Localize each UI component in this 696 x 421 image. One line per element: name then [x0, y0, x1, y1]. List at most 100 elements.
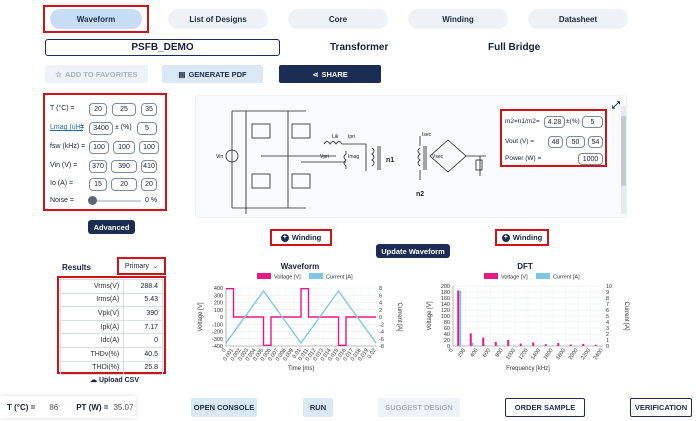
imag-schematic-label: Imag	[348, 154, 359, 160]
tab-waveform-highlight	[43, 5, 149, 33]
x-axis-label: Time [ms]	[288, 366, 314, 372]
fsw-min-input[interactable]: 100	[89, 141, 109, 154]
ratio-input[interactable]: 4.28	[544, 116, 565, 128]
tab-list-of-designs[interactable]: List of Designs	[168, 9, 268, 29]
results-row: THDv(%)40.5	[59, 346, 163, 362]
share-button[interactable]: ⋖SHARE	[279, 65, 381, 83]
vout-min-input[interactable]: 48	[548, 136, 563, 148]
dft-bar-voltage	[532, 342, 535, 346]
dft-bar-current	[496, 345, 499, 346]
winding-right-button[interactable]: +Winding	[495, 229, 549, 246]
io-label: Io (A) =	[50, 180, 74, 187]
io-nom-input[interactable]: 20	[111, 178, 137, 191]
y-tick-label: 200	[441, 284, 450, 290]
fsw-max-input[interactable]: 100	[139, 141, 159, 154]
x-tick-label: 2200	[580, 348, 592, 361]
noise-slider-track[interactable]	[89, 200, 141, 202]
design-name-field[interactable]: PSFB_DEMO	[45, 39, 280, 56]
io-max-input[interactable]: 20	[141, 178, 157, 191]
results-value: 0	[123, 333, 163, 348]
lmag-label[interactable]: Lmag (uH)	[50, 124, 84, 131]
generate-pdf-button[interactable]: ▤GENERATE PDF	[162, 65, 263, 83]
isec-schematic-label: Isec	[422, 132, 432, 138]
lmag-input[interactable]: 3400	[89, 122, 113, 135]
share-icon: ⋖	[312, 69, 319, 79]
y-tick-label: 100	[214, 308, 223, 314]
vout-nom-input[interactable]: 50	[566, 136, 585, 148]
y2-tick-label: 2	[606, 332, 609, 338]
vin-nom-input[interactable]: 390	[111, 160, 137, 173]
vin-schematic-label: Vin	[216, 154, 223, 160]
vin-min-input[interactable]: 370	[89, 160, 107, 173]
footer-stats: T (°C) = 86 PT (W) = 35.07	[0, 396, 136, 418]
io-min-input[interactable]: 15	[89, 178, 107, 191]
dft-bar-voltage	[557, 343, 560, 346]
results-key: THDi(%)	[59, 360, 125, 376]
schematic-scrollbar[interactable]	[621, 106, 626, 214]
fsw-nom-input[interactable]: 100	[113, 141, 135, 154]
vout-max-input[interactable]: 54	[588, 136, 603, 148]
y-tick-label: 400	[214, 286, 223, 292]
y2-tick-label: 1	[606, 338, 609, 344]
y-axis-label: Voltage [V]	[198, 302, 204, 331]
order-sample-button[interactable]: ORDER SAMPLE	[505, 398, 585, 417]
y-tick-label: 120	[441, 308, 450, 314]
results-key: THDv(%)	[59, 346, 125, 362]
tab-core[interactable]: Core	[288, 9, 388, 29]
tab-winding[interactable]: Winding	[408, 9, 508, 29]
legend-label: Voltage [V]	[501, 275, 528, 281]
legend-swatch	[536, 273, 550, 279]
open-console-button[interactable]: OPEN CONSOLE	[191, 398, 257, 417]
y-axis-label: Voltage [V]	[427, 301, 433, 330]
results-row: THDi(%)25.8	[59, 360, 163, 376]
ratio-pct-input[interactable]: 5	[582, 116, 603, 128]
y2-tick-label: 6	[379, 293, 382, 299]
power-input[interactable]: 1000	[578, 153, 603, 165]
dft-bar-voltage	[519, 343, 522, 346]
lmag-pct-input[interactable]: 5	[137, 122, 157, 135]
verification-button[interactable]: VERIFICATION	[630, 398, 692, 417]
x-tick-label: 600	[482, 348, 492, 359]
x-tick-label: 400	[469, 348, 479, 359]
vin-max-input[interactable]: 410	[141, 160, 157, 173]
y-tick-label: 140	[441, 302, 450, 308]
footer-pt-value: 35.07	[113, 402, 134, 412]
waveform-chart-title: Waveform	[280, 262, 320, 271]
temp-max-input[interactable]: 35	[141, 103, 157, 116]
suggest-design-button[interactable]: SUGGEST DESIGN	[378, 398, 460, 417]
results-value: 288.4	[123, 279, 163, 294]
tab-waveform[interactable]: Waveform	[50, 9, 142, 29]
temp-label: T (°C) =	[50, 105, 75, 112]
temp-min-input[interactable]: 20	[89, 103, 107, 116]
run-button[interactable]: RUN	[303, 398, 333, 417]
dft-bar-current	[471, 342, 474, 346]
temp-nom-input[interactable]: 25	[112, 103, 136, 116]
x-tick-label: 0	[448, 348, 455, 354]
dft-bar-voltage	[482, 337, 485, 346]
add-to-favorites-button[interactable]: ☆ADD TO FAVORITES	[45, 65, 148, 83]
y-tick-label: 40	[444, 332, 450, 338]
legend-swatch	[257, 273, 271, 279]
upload-csv-button[interactable]: ☁ Upload CSV	[90, 377, 140, 384]
y-tick-label: 100	[441, 314, 450, 320]
noise-slider-handle[interactable]	[88, 196, 97, 205]
x-tick-label: 1200	[518, 348, 530, 361]
y-tick-label: 300	[214, 293, 223, 299]
series-line-current	[225, 289, 377, 345]
y-tick-label: 60	[444, 326, 450, 332]
results-value: 40.5	[123, 346, 163, 362]
advanced-button[interactable]: Advanced	[88, 220, 135, 234]
expand-icon[interactable]: ⤢	[612, 100, 620, 111]
update-waveform-button[interactable]: Update Waveform	[376, 244, 450, 258]
y2-tick-label: 4	[606, 320, 609, 326]
y-tick-label: 180	[441, 290, 450, 296]
y-tick-label: -400	[212, 344, 223, 350]
x-tick-label: 1800	[555, 348, 567, 361]
dft-chart: Voltage [V]Current [A]200180160140120100…	[427, 273, 629, 372]
results-side-select[interactable]: Primary⌄	[117, 257, 166, 275]
y-tick-label: 160	[441, 296, 450, 302]
y-tick-label: 80	[444, 320, 450, 326]
results-row: Idc(A)0	[59, 333, 163, 348]
tab-datasheet[interactable]: Datasheet	[528, 9, 628, 29]
winding-left-button[interactable]: +Winding	[270, 229, 332, 246]
